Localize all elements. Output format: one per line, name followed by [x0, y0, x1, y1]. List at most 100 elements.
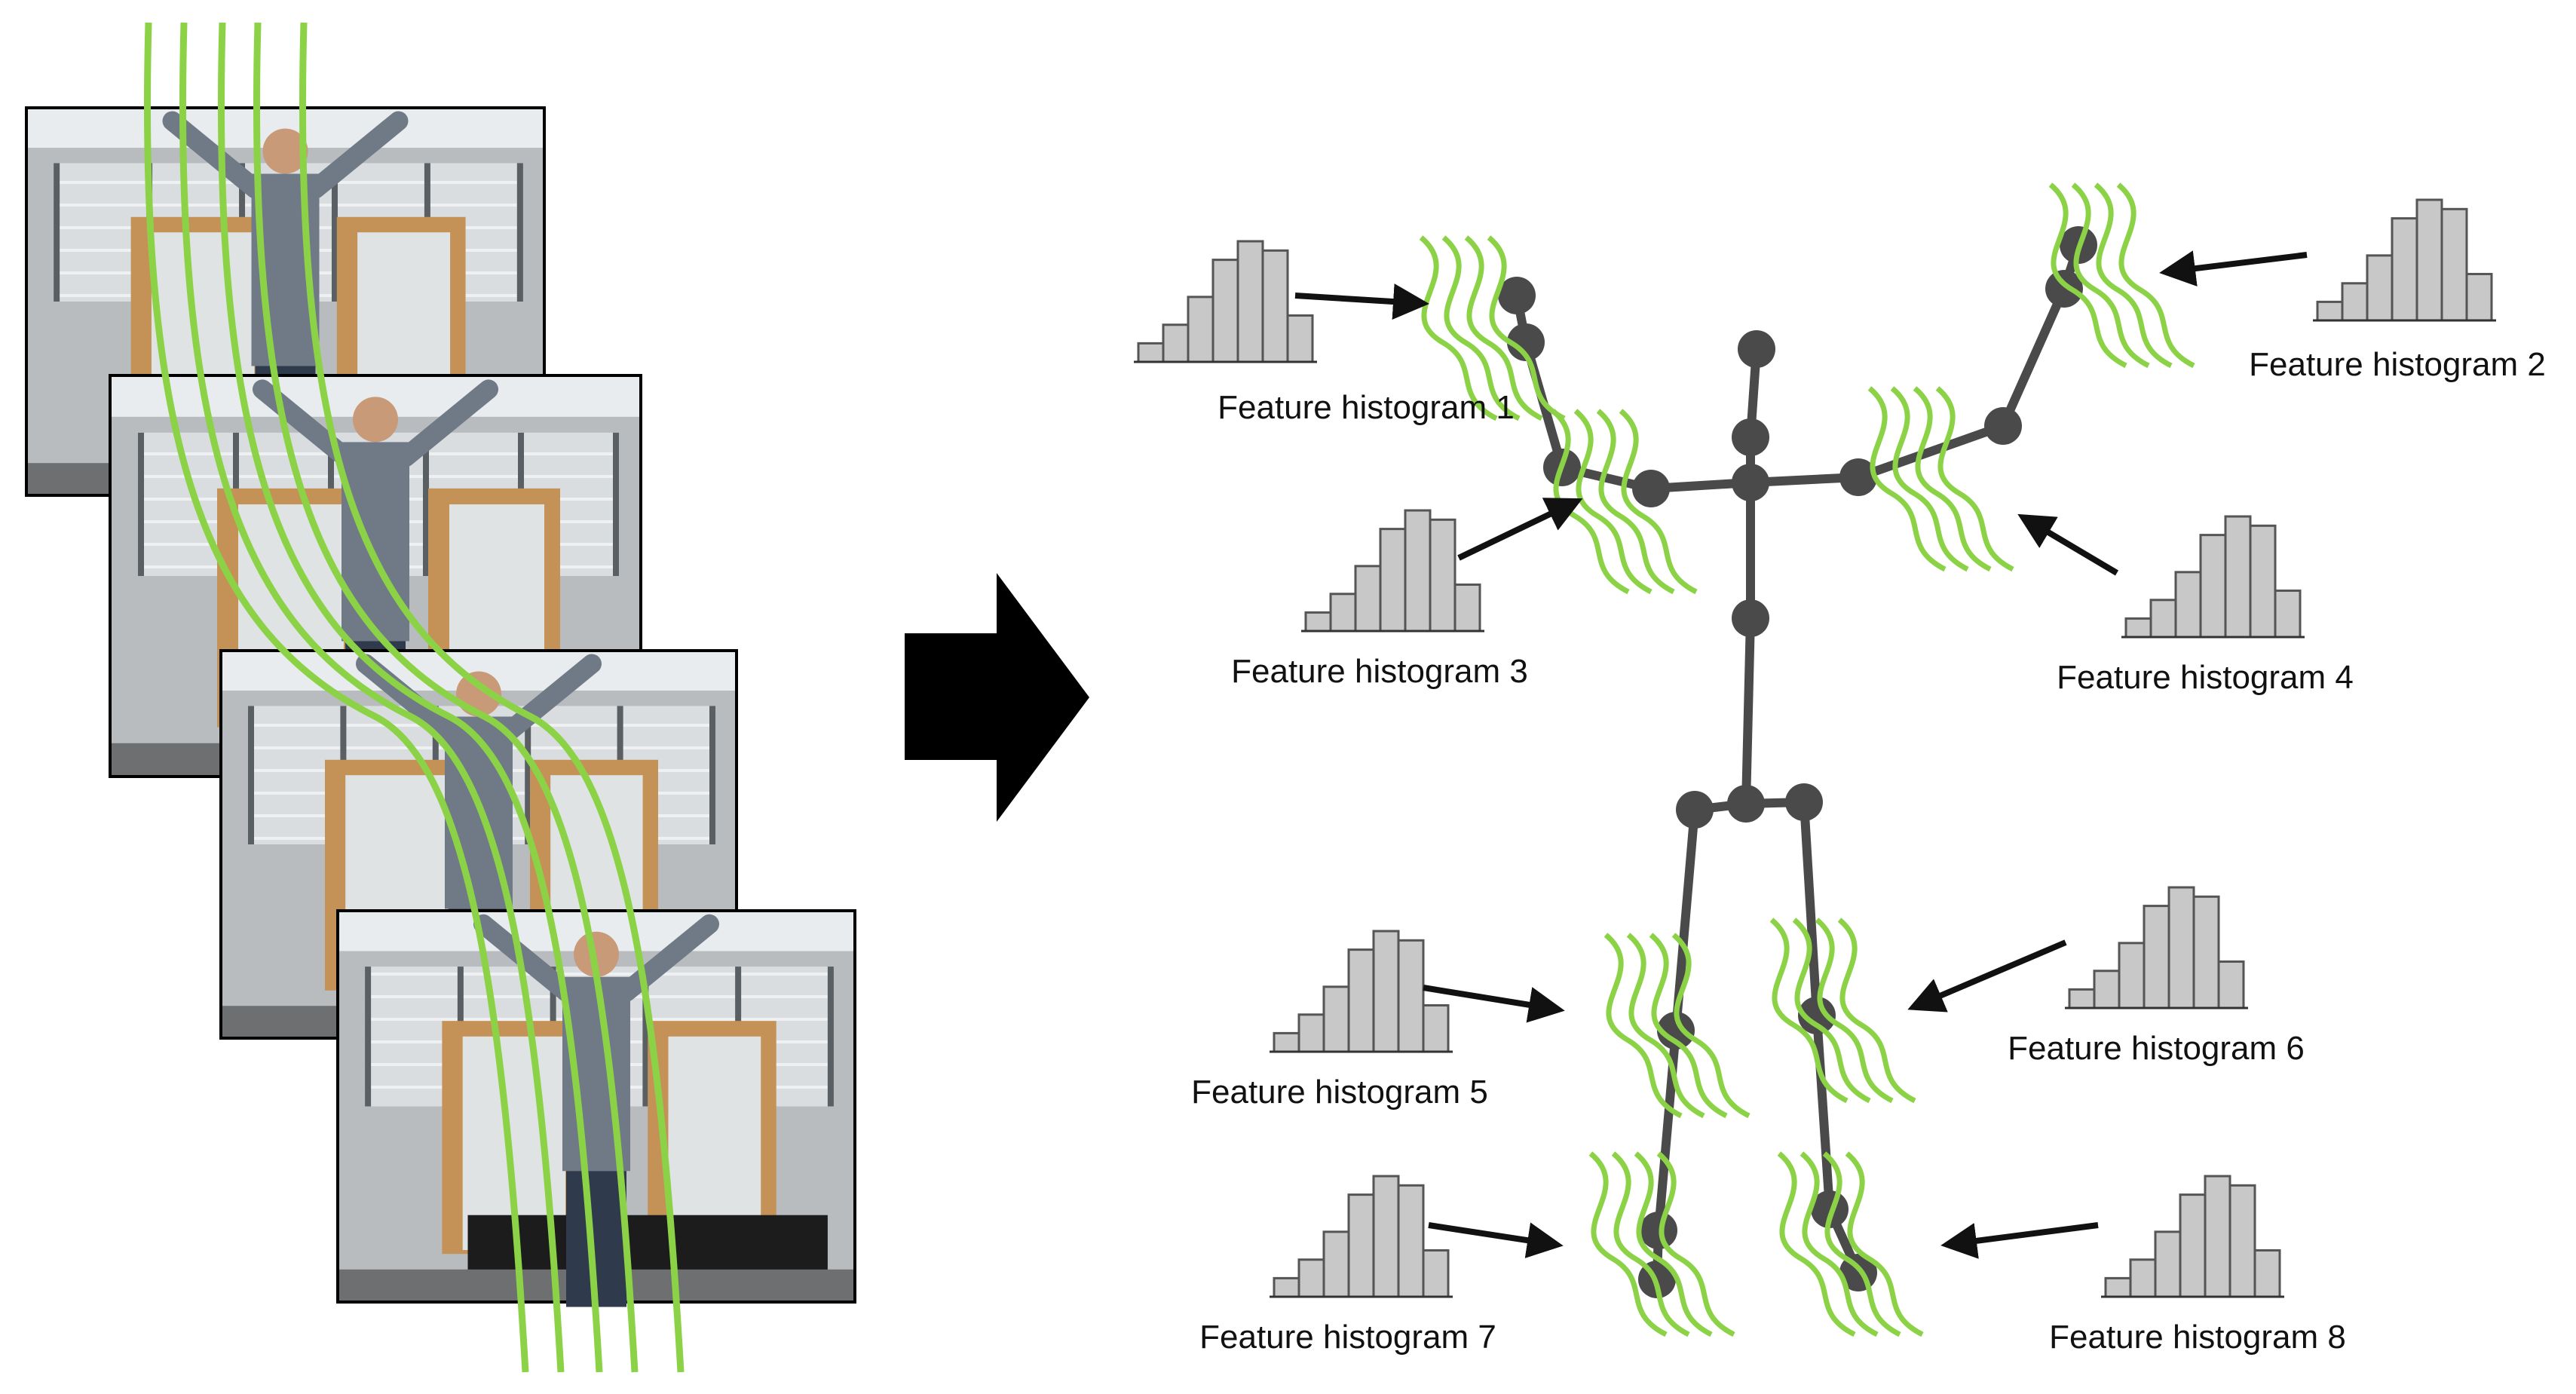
skeleton-joint [1498, 277, 1536, 314]
feature-histogram-8: Feature histogram 8 [2049, 1175, 2346, 1356]
skeleton-joint [1727, 785, 1765, 823]
feature-histograms: Feature histogram 1 Feature histogram 2 Fe… [1134, 198, 2546, 1356]
feature-histogram-label: Feature histogram 8 [2049, 1319, 2346, 1356]
joint-trajectory-clusters [1419, 182, 2195, 1337]
histogram-bar [1422, 1003, 1450, 1053]
joint-trajectory-cluster [1419, 235, 1566, 421]
pointer-arrow-icon [1294, 283, 1429, 320]
skeleton-joint [1676, 791, 1714, 829]
histogram-bar [2391, 217, 2418, 322]
feature-histogram-7: Feature histogram 7 [1199, 1175, 1496, 1356]
big-right-arrow-icon [905, 573, 1089, 822]
histogram-bar [1422, 1248, 1450, 1298]
trajectory-curve [179, 22, 565, 1373]
histogram-bar [2154, 1230, 2182, 1298]
histogram-bar [2124, 617, 2152, 639]
pointer-arrow-icon [1940, 1222, 2099, 1259]
histogram-bar [2129, 1258, 2157, 1298]
histogram-bar [2316, 300, 2344, 322]
histogram-bar [2118, 942, 2146, 1010]
histogram-bar [1273, 1276, 1300, 1298]
histogram-bar [2192, 895, 2220, 1010]
skeleton-joint [1732, 418, 1769, 456]
pointer-arrow-icon [1428, 1222, 1564, 1258]
histogram-bar [2440, 207, 2468, 322]
histogram-bar [2179, 1193, 2207, 1298]
skeleton-bone [1741, 614, 1755, 808]
feature-histogram-4: Feature histogram 4 [2057, 515, 2354, 696]
skeleton-joint [2045, 270, 2083, 308]
skeleton-joint [1738, 330, 1775, 368]
histogram-bar [1329, 593, 1357, 633]
feature-histogram-3: Feature histogram 3 [1231, 509, 1528, 690]
histogram-bar [2093, 970, 2121, 1010]
histogram-bar [1304, 611, 1332, 633]
video-frame-stack [25, 106, 856, 1307]
skeleton-joint [1732, 464, 1769, 501]
histogram-bar [1162, 323, 1190, 363]
histogram-bar [2465, 272, 2493, 322]
feature-histogram-label: Feature histogram 1 [1218, 389, 1515, 426]
histogram-bar [2104, 1276, 2132, 1298]
skeleton-bone [1854, 421, 2008, 482]
feature-histogram-2: Feature histogram 2 [2249, 198, 2546, 383]
joint-trajectory-cluster [1588, 1151, 1735, 1337]
histogram-bar [1297, 1258, 1325, 1298]
histogram-bar [1379, 528, 1407, 633]
histogram-bar [1273, 1031, 1300, 1053]
histogram-bar [1211, 259, 1239, 363]
pointer-arrow-icon [2017, 513, 2119, 576]
feature-histogram-label: Feature histogram 2 [2249, 346, 2546, 383]
skeleton-joint [1785, 783, 1823, 821]
histogram-bar [1137, 342, 1165, 363]
skeleton-joint [1839, 458, 1877, 496]
pointer-arrow-icon [1457, 498, 1583, 561]
histogram-bar [2274, 589, 2302, 639]
histogram-bar [1322, 1230, 1350, 1298]
histogram-bar [1404, 509, 1432, 633]
histogram-bar [1187, 296, 1214, 363]
skeleton-joint [1798, 997, 1836, 1034]
histogram-bar [1322, 985, 1350, 1053]
trajectory-curve [143, 22, 529, 1373]
dense-trajectory-curves [143, 22, 685, 1373]
joint-trajectory-cluster [1769, 918, 1916, 1104]
joint-trajectory-cluster [1867, 386, 2014, 572]
joint-trajectory-cluster [1551, 409, 1698, 595]
trajectory-curve [253, 22, 639, 1373]
histogram-bar [2224, 515, 2252, 639]
skeleton-joint [1507, 323, 1545, 361]
pointer-arrow-icon [1423, 985, 1565, 1023]
histogram-bar [2143, 905, 2170, 1010]
histogram-bar [1453, 583, 1481, 633]
skeleton-joint [1632, 470, 1670, 507]
histogram-bar [1429, 518, 1456, 633]
histogram-bar [2249, 524, 2277, 639]
feature-histogram-label: Feature histogram 7 [1199, 1319, 1496, 1356]
skeleton-graph [1498, 226, 2097, 1298]
trajectory-curve [217, 22, 603, 1373]
joint-trajectory-cluster [1777, 1151, 1924, 1337]
skeleton-joint [1984, 407, 2022, 445]
joint-trajectory-cluster [2048, 182, 2195, 369]
histogram-arrows [1294, 250, 2308, 1259]
feature-histogram-label: Feature histogram 6 [2008, 1030, 2305, 1067]
skeleton-bone [1999, 284, 2069, 430]
skeleton-bone [1800, 798, 1821, 1020]
feature-histogram-1: Feature histogram 1 [1134, 240, 1515, 426]
joint-trajectory-cluster [1603, 933, 1751, 1119]
histogram-bar [1347, 948, 1375, 1053]
histogram-bar [1297, 1013, 1325, 1053]
histogram-bar [2174, 571, 2202, 639]
pointer-arrow-icon [1907, 939, 2067, 1013]
skeleton-joint [1640, 1212, 1677, 1249]
histogram-bar [2228, 1184, 2256, 1298]
histogram-bar [1397, 1184, 1425, 1298]
histogram-bar [2217, 960, 2245, 1010]
pointer-arrow-icon [2159, 250, 2308, 286]
feature-histogram-5: Feature histogram 5 [1191, 930, 1488, 1111]
trajectory-curve [299, 22, 685, 1373]
histogram-bar [2199, 534, 2227, 639]
histogram-bar [2068, 988, 2096, 1010]
